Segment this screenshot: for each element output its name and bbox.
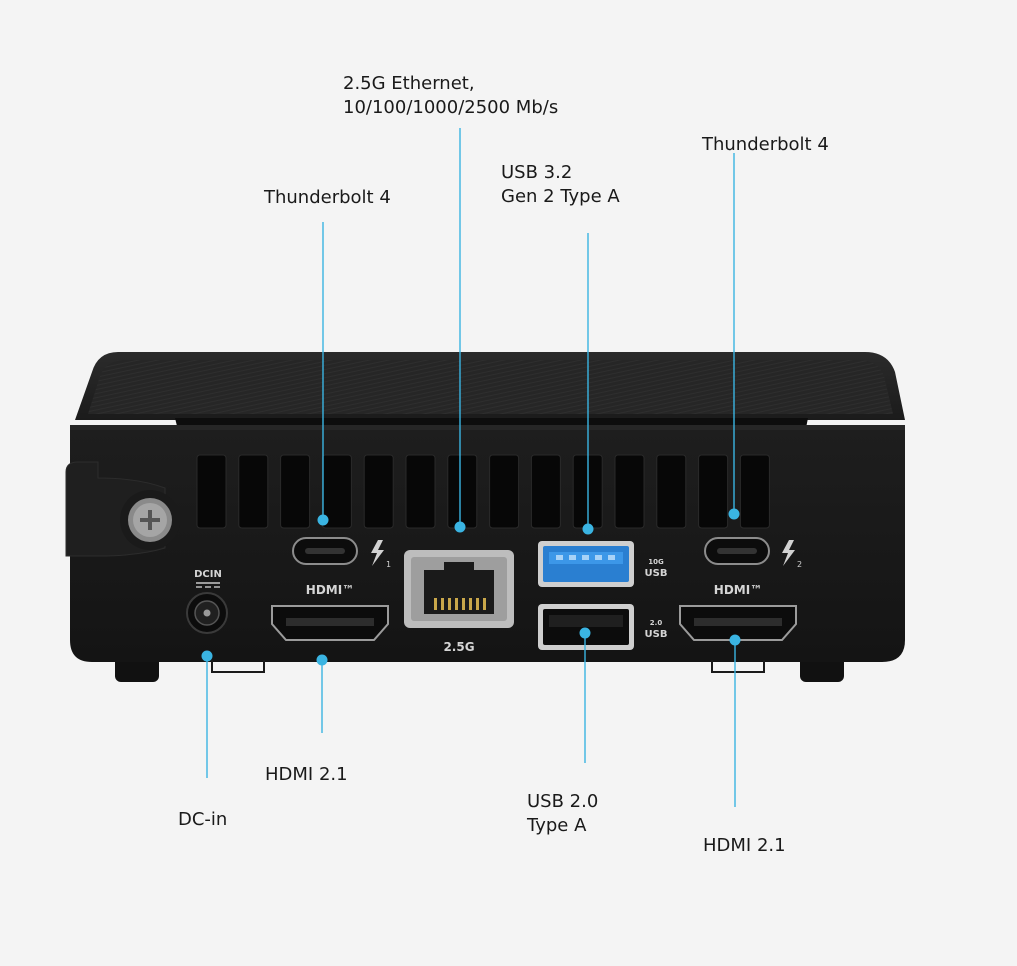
label-hdmi-left: HDMI 2.1 [265, 764, 348, 785]
callout-usb20-dot [579, 627, 591, 639]
vent-slot [739, 454, 770, 529]
hdmi-port-right: HDMI™ [679, 583, 797, 641]
thunderbolt-bolt-icon [371, 540, 384, 566]
tb-port-number-2: 2 [797, 560, 802, 569]
vent-slot [530, 454, 561, 529]
vent-slot [614, 454, 645, 529]
thunderbolt-bolt-icon [782, 540, 795, 566]
vent-slot [363, 454, 394, 529]
usb20-port: 2.0 USB [538, 604, 667, 650]
callout-ethernet-dot [454, 521, 466, 533]
vent-slot [196, 454, 227, 529]
ventilation-grille [196, 454, 770, 529]
usb-10g-marking: 10G [648, 558, 664, 566]
vent-slot [489, 454, 520, 529]
label-dc-in: DC-in [178, 809, 228, 830]
usb32-port: 10G USB [538, 541, 667, 587]
thunderbolt-port-left: 1 [292, 537, 391, 569]
usb-text-marking-bottom: USB [645, 629, 668, 640]
label-ethernet: 2.5G Ethernet,10/100/1000/2500 Mb/s [343, 73, 559, 118]
vent-slot [405, 454, 436, 529]
hdmi-logo-right: HDMI™ [714, 583, 762, 597]
lock-bracket [65, 461, 180, 557]
usb-text-marking-top: USB [645, 568, 668, 579]
hdmi-port-left: HDMI™ [271, 583, 389, 641]
device-lid [75, 352, 905, 438]
callout-dc-in-dot [201, 650, 213, 662]
label-thunderbolt-right: Thunderbolt 4 [702, 134, 829, 155]
vent-slot [698, 454, 729, 529]
ethernet-speed-marking: 2.5G [443, 640, 474, 654]
callout-thunderbolt-left-dot [317, 514, 329, 526]
thunderbolt-port-right: 2 [704, 537, 802, 569]
vent-slot [280, 454, 311, 529]
dc-in-port: DCIN [186, 569, 228, 634]
ethernet-port: 2.5G [404, 550, 514, 654]
underside-clips [211, 660, 765, 673]
dcin-marking: DCIN [194, 569, 222, 580]
callout-lines [201, 128, 741, 807]
hdmi-logo-left: HDMI™ [306, 583, 354, 597]
vent-slot [656, 454, 687, 529]
vent-slot [238, 454, 269, 529]
label-hdmi-right: HDMI 2.1 [703, 835, 786, 856]
callout-hdmi-right-dot [729, 634, 741, 646]
label-thunderbolt-left: Thunderbolt 4 [264, 187, 391, 208]
callout-thunderbolt-right-dot [728, 508, 740, 520]
tb-port-number-1: 1 [386, 560, 391, 569]
device-body [70, 425, 905, 662]
usb-20-marking: 2.0 [650, 619, 663, 627]
vent-slot [447, 454, 478, 529]
callout-usb32-dot [582, 523, 594, 535]
callout-hdmi-left-dot [316, 654, 328, 666]
